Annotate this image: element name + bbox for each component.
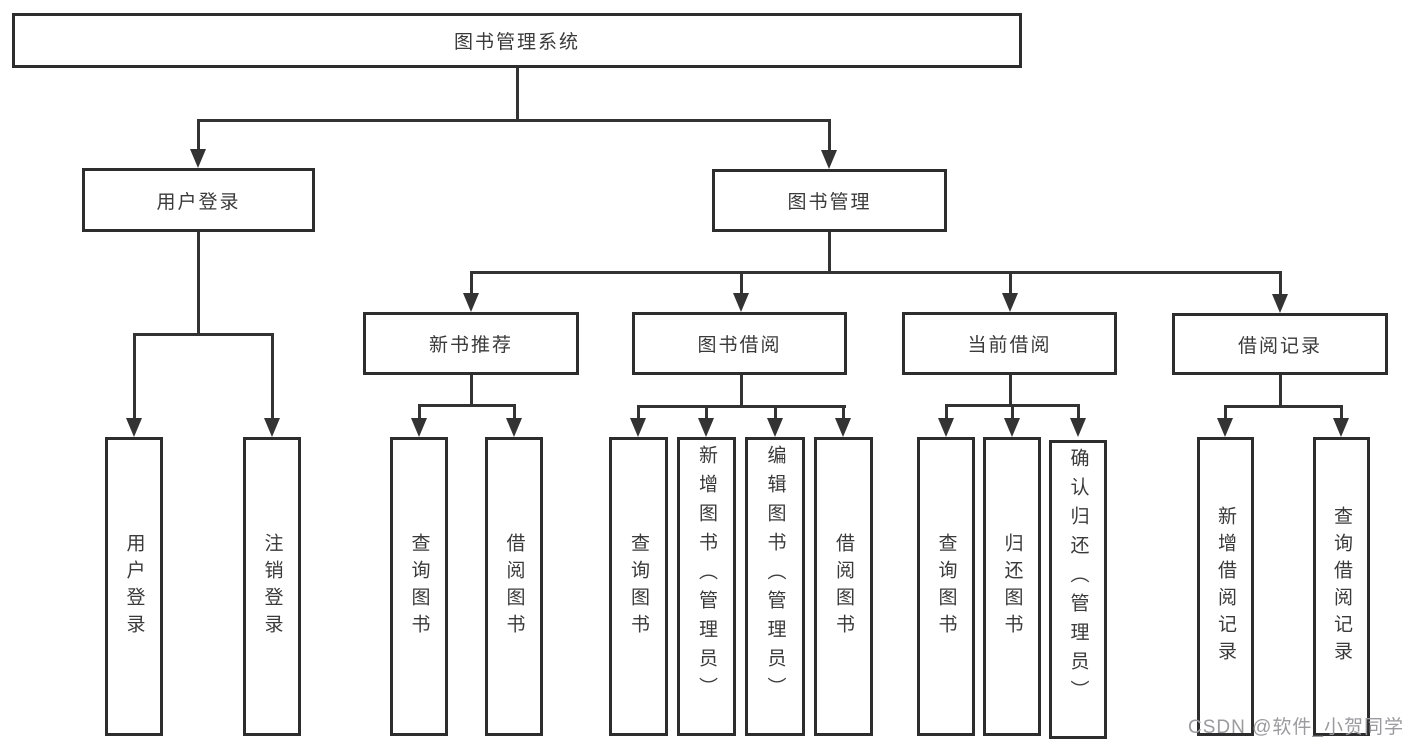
connector-line bbox=[1279, 271, 1282, 297]
arrowhead-down-icon bbox=[835, 418, 851, 437]
leaf-label: 查询图书 bbox=[408, 532, 430, 641]
connector-line bbox=[197, 232, 200, 336]
leaf-label: 借阅图书 bbox=[833, 532, 854, 641]
connector-line bbox=[828, 232, 831, 274]
connector-line bbox=[1009, 271, 1012, 296]
connector-line bbox=[513, 404, 516, 420]
arrowhead-down-icon bbox=[506, 418, 522, 437]
connector-line bbox=[774, 405, 777, 420]
connector-line bbox=[1011, 404, 1014, 420]
leaf-confirm-return-admin: 确认归还（管理员） bbox=[1049, 440, 1107, 739]
arrowhead-down-icon bbox=[463, 293, 479, 312]
connector-line bbox=[133, 333, 136, 421]
leaf-return-books: 归还图书 bbox=[983, 437, 1041, 736]
connector-line bbox=[197, 119, 831, 122]
connector-line bbox=[1224, 405, 1227, 420]
leaf-label: 新增借阅记录 bbox=[1215, 505, 1236, 668]
node-book-management: 图书管理 bbox=[712, 169, 947, 232]
arrowhead-down-icon bbox=[1070, 418, 1086, 437]
arrowhead-down-icon bbox=[264, 418, 280, 437]
leaf-label: 用户登录 bbox=[123, 532, 145, 641]
arrowhead-down-icon bbox=[1002, 293, 1018, 312]
connector-line bbox=[740, 375, 743, 408]
arrowhead-down-icon bbox=[767, 418, 783, 437]
leaf-edit-books-admin: 编辑图书（管理员） bbox=[745, 437, 805, 736]
connector-line bbox=[637, 405, 846, 408]
leaf-label: 新增图书（管理员） bbox=[696, 445, 717, 706]
leaf-label: 查询图书 bbox=[935, 532, 957, 641]
leaf-label: 查询借阅记录 bbox=[1331, 505, 1352, 668]
connector-line bbox=[470, 271, 473, 296]
leaf-user-login: 用户登录 bbox=[105, 437, 163, 736]
connector-line bbox=[197, 119, 200, 153]
leaf-query-books-borrow: 查询图书 bbox=[609, 437, 668, 736]
node-library-system: 图书管理系统 bbox=[12, 13, 1022, 68]
arrowhead-down-icon bbox=[190, 149, 206, 168]
leaf-label: 注销登录 bbox=[261, 532, 283, 641]
connector-line bbox=[516, 68, 519, 120]
arrowhead-down-icon bbox=[630, 418, 646, 437]
connector-line bbox=[1009, 375, 1012, 407]
connector-line bbox=[1224, 405, 1343, 408]
node-borrow-records: 借阅记录 bbox=[1172, 313, 1388, 375]
connector-line bbox=[470, 271, 1282, 274]
connector-line bbox=[828, 119, 831, 153]
leaf-label: 编辑图书（管理员） bbox=[764, 445, 786, 706]
connector-line bbox=[1077, 404, 1080, 420]
arrowhead-down-icon bbox=[938, 418, 954, 437]
connector-line bbox=[418, 404, 516, 407]
arrowhead-down-icon bbox=[411, 418, 427, 437]
leaf-borrow-books: 借阅图书 bbox=[814, 437, 873, 736]
arrowhead-down-icon bbox=[733, 293, 749, 312]
connector-line bbox=[418, 404, 421, 420]
connector-line bbox=[705, 405, 708, 420]
arrowhead-down-icon bbox=[1217, 418, 1233, 437]
watermark: CSDN @软件_小贺同学 bbox=[1188, 717, 1404, 738]
leaf-label: 确认归还（管理员） bbox=[1067, 448, 1089, 709]
connector-line bbox=[1340, 405, 1343, 420]
connector-line bbox=[842, 405, 845, 420]
leaf-label: 归还图书 bbox=[1001, 532, 1023, 641]
leaf-add-borrow-record: 新增借阅记录 bbox=[1197, 437, 1254, 736]
node-book-borrow: 图书借阅 bbox=[632, 312, 847, 375]
connector-line bbox=[1279, 375, 1282, 408]
leaf-label: 查询图书 bbox=[628, 532, 649, 641]
leaf-logout: 注销登录 bbox=[243, 437, 301, 736]
connector-line bbox=[945, 404, 948, 420]
arrowhead-down-icon bbox=[698, 418, 714, 437]
arrowhead-down-icon bbox=[1004, 418, 1020, 437]
leaf-query-books-recommend: 查询图书 bbox=[390, 437, 448, 736]
arrowhead-down-icon bbox=[821, 150, 837, 169]
leaf-label: 借阅图书 bbox=[503, 532, 525, 641]
node-user-login: 用户登录 bbox=[82, 168, 315, 232]
connector-line bbox=[133, 333, 274, 336]
connector-line bbox=[470, 375, 473, 407]
connector-line bbox=[740, 271, 743, 296]
leaf-add-books-admin: 新增图书（管理员） bbox=[677, 437, 736, 736]
leaf-query-books-current: 查询图书 bbox=[917, 437, 975, 736]
connector-line bbox=[271, 333, 274, 421]
connector-line bbox=[637, 405, 640, 420]
node-current-borrow: 当前借阅 bbox=[902, 312, 1117, 375]
arrowhead-down-icon bbox=[1333, 418, 1349, 437]
arrowhead-down-icon bbox=[1272, 294, 1288, 313]
leaf-query-borrow-record: 查询借阅记录 bbox=[1313, 437, 1370, 736]
arrowhead-down-icon bbox=[126, 418, 142, 437]
leaf-borrow-books-recommend: 借阅图书 bbox=[485, 437, 543, 736]
node-new-book-recommend: 新书推荐 bbox=[363, 312, 579, 375]
